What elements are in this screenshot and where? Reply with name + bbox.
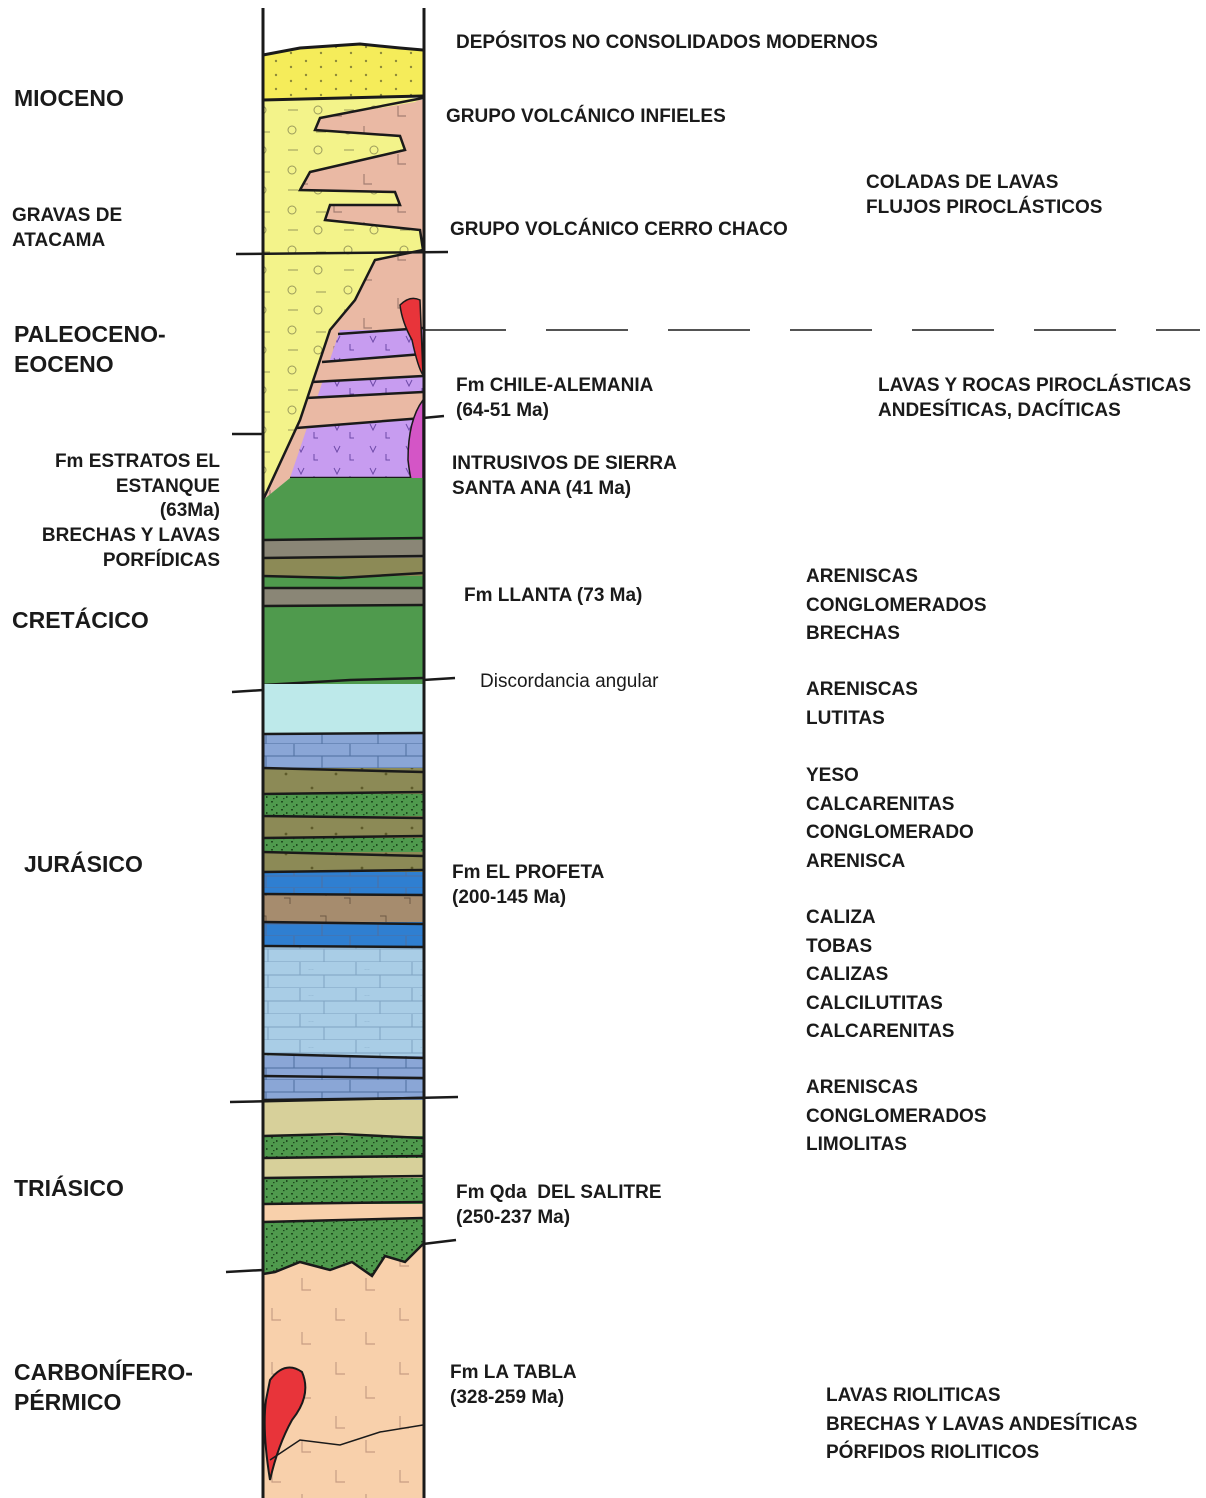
- formation-sierra-santa-ana: INTRUSIVOS DE SIERRA SANTA ANA (41 Ma): [452, 452, 677, 501]
- estratos-line-1: Fm ESTRATOS EL: [42, 450, 220, 475]
- profeta-lower-5: CALCARENITAS: [806, 1018, 954, 1047]
- llanta-lith-1: ARENISCAS: [806, 563, 987, 592]
- llanta-green-lower: [263, 606, 423, 684]
- estratos-line-5: PORFÍDICAS: [42, 549, 220, 574]
- arenisca-lutita-2: LUTITAS: [806, 705, 918, 734]
- sierra-line-2: SANTA ANA (41 Ma): [452, 477, 677, 502]
- formation-qda-del-salitre: Fm Qda DEL SALITRE (250-237 Ma): [456, 1181, 662, 1230]
- formation-chile-alemania: Fm CHILE-ALEMANIA (64-51 Ma): [456, 374, 653, 423]
- estratos-line-4: BRECHAS Y LAVAS: [42, 524, 220, 549]
- salitre-lith-3: LIMOLITAS: [806, 1131, 987, 1160]
- age-paleoceno-line-2: EOCENO: [14, 350, 166, 380]
- lithology-la-tabla: LAVAS RIOLITICAS BRECHAS Y LAVAS ANDESÍT…: [826, 1382, 1137, 1468]
- formation-el-profeta: Fm EL PROFETA (200-145 Ma): [452, 861, 604, 910]
- age-carbonifero-line-2: PÉRMICO: [14, 1388, 193, 1418]
- profeta-lower-2: TOBAS: [806, 933, 954, 962]
- estratos-line-3: (63Ma): [42, 499, 220, 524]
- chile-alemania-line-2: (64-51 Ma): [456, 399, 653, 424]
- profeta-lower-3: CALIZAS: [806, 961, 954, 990]
- areniscas-lutitas-layer: [263, 684, 423, 734]
- unit-estratos-el-estanque: Fm ESTRATOS EL ESTANQUE (63Ma) BRECHAS Y…: [42, 450, 220, 573]
- profeta-upper-3: CONGLOMERADO: [806, 819, 974, 848]
- llanta-lith-3: BRECHAS: [806, 620, 987, 649]
- lithology-llanta: ARENISCAS CONGLOMERADOS BRECHAS: [806, 563, 987, 649]
- la-tabla-lith-2: BRECHAS Y LAVAS ANDESÍTICAS: [826, 1411, 1137, 1440]
- profeta-lower-4: CALCILUTITAS: [806, 990, 954, 1019]
- la-tabla-lith-1: LAVAS RIOLITICAS: [826, 1382, 1137, 1411]
- lavas-rocas-line-2: ANDESÍTICAS, DACÍTICAS: [878, 399, 1191, 424]
- salitre-lith-2: CONGLOMERADOS: [806, 1103, 987, 1132]
- lithology-salitre: ARENISCAS CONGLOMERADOS LIMOLITAS: [806, 1074, 987, 1160]
- gravas-line-2: ATACAMA: [12, 229, 122, 254]
- la-tabla-line-2: (328-259 Ma): [450, 1386, 577, 1411]
- age-carbonifero-permico: CARBONÍFERO- PÉRMICO: [14, 1358, 193, 1418]
- lithology-profeta-upper: YESO CALCARENITAS CONGLOMERADO ARENISCA: [806, 762, 974, 876]
- unit-gravas-atacama: GRAVAS DE ATACAMA: [12, 204, 122, 253]
- sierra-line-1: INTRUSIVOS DE SIERRA: [452, 452, 677, 477]
- lithology-coladas: COLADAS DE LAVAS FLUJOS PIROCLÁSTICOS: [866, 171, 1102, 220]
- profeta-line-1: Fm EL PROFETA: [452, 861, 604, 886]
- profeta-line-2: (200-145 Ma): [452, 886, 604, 911]
- profeta-upper-4: ARENISCA: [806, 848, 974, 877]
- formation-depositos: DEPÓSITOS NO CONSOLIDADOS MODERNOS: [456, 31, 878, 56]
- formation-la-tabla: Fm LA TABLA (328-259 Ma): [450, 1361, 577, 1410]
- llanta-green-upper: [263, 478, 423, 540]
- coladas-line-1: COLADAS DE LAVAS: [866, 171, 1102, 196]
- arenisca-lutita-1: ARENISCAS: [806, 676, 918, 705]
- profeta-lower-1: CALIZA: [806, 904, 954, 933]
- lavas-rocas-line-1: LAVAS Y ROCAS PIROCLÁSTICAS: [878, 374, 1191, 399]
- age-carbonifero-line-1: CARBONÍFERO-: [14, 1358, 193, 1388]
- llanta-lith-2: CONGLOMERADOS: [806, 592, 987, 621]
- age-cretacico: CRETÁCICO: [12, 606, 149, 636]
- salitre-line-1: Fm Qda DEL SALITRE: [456, 1181, 662, 1206]
- formation-llanta: Fm LLANTA (73 Ma): [464, 584, 642, 609]
- khaki-sandstone-2: [263, 1158, 423, 1178]
- formation-cerro-chaco: GRUPO VOLCÁNICO CERRO CHACO: [450, 218, 788, 243]
- gravas-line-1: GRAVAS DE: [12, 204, 122, 229]
- salitre-line-2: (250-237 Ma): [456, 1206, 662, 1231]
- age-mioceno: MIOCENO: [14, 84, 124, 114]
- age-jurasico: JURÁSICO: [24, 850, 143, 880]
- coladas-line-2: FLUJOS PIROCLÁSTICOS: [866, 196, 1102, 221]
- lithology-lavas-rocas: LAVAS Y ROCAS PIROCLÁSTICAS ANDESÍTICAS,…: [878, 374, 1191, 423]
- grey-band-2: [263, 588, 423, 606]
- estratos-line-2: ESTANQUE: [42, 475, 220, 500]
- la-tabla-lith-3: PÓRFIDOS RIOLITICOS: [826, 1439, 1137, 1468]
- la-tabla-line-1: Fm LA TABLA: [450, 1361, 577, 1386]
- khaki-sandstone-1: [263, 1100, 423, 1136]
- profeta-upper-2: CALCARENITAS: [806, 791, 974, 820]
- age-paleoceno-line-1: PALEOCENO-: [14, 320, 166, 350]
- formation-infieles: GRUPO VOLCÁNICO INFIELES: [446, 105, 726, 130]
- chile-alemania-line-1: Fm CHILE-ALEMANIA: [456, 374, 653, 399]
- lithology-profeta-lower: CALIZA TOBAS CALIZAS CALCILUTITAS CALCAR…: [806, 904, 954, 1047]
- age-triasico: TRIÁSICO: [14, 1174, 124, 1204]
- lithology-areniscas-lutitas: ARENISCAS LUTITAS: [806, 676, 918, 733]
- age-paleoceno-eoceno: PALEOCENO- EOCENO: [14, 320, 166, 380]
- salitre-lith-1: ARENISCAS: [806, 1074, 987, 1103]
- profeta-upper-1: YESO: [806, 762, 974, 791]
- discordancia-angular-label: Discordancia angular: [480, 670, 659, 695]
